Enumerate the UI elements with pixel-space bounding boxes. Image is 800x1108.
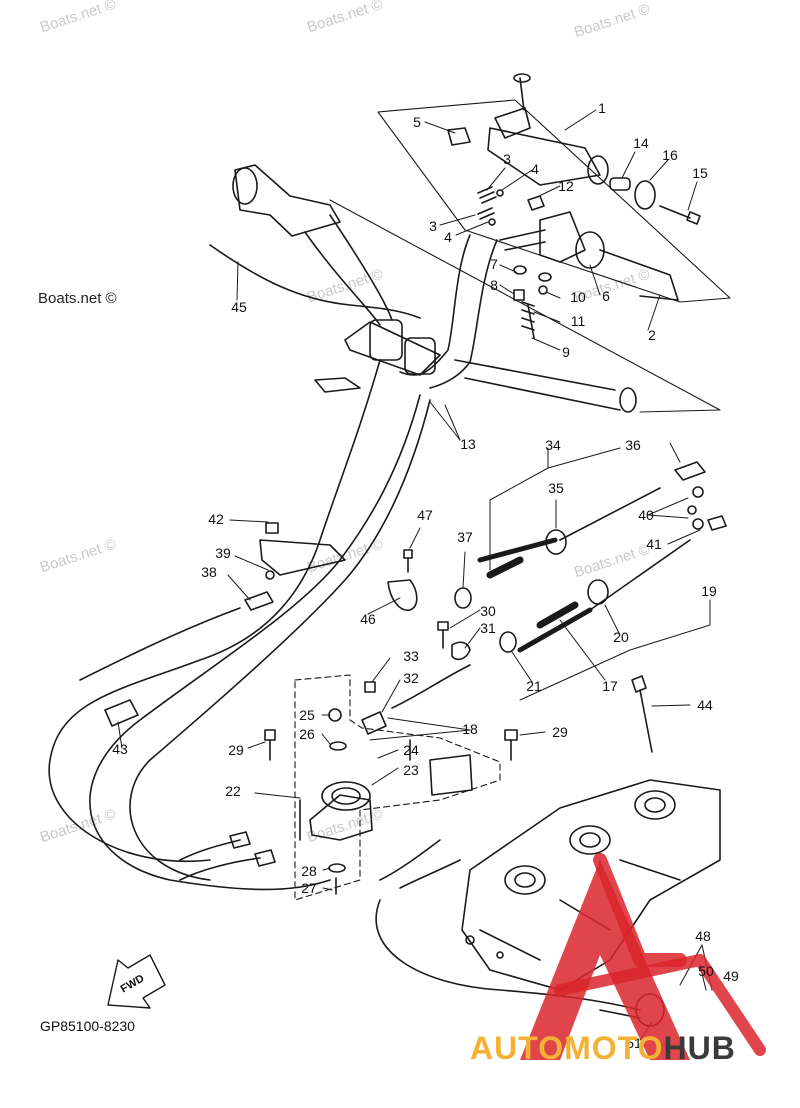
- throttle-grip: [447, 73, 609, 186]
- callout-27: 27: [301, 880, 317, 896]
- callout-34: 34: [545, 437, 561, 453]
- logo-text-primary: AUTOMOTO: [470, 1030, 664, 1066]
- callout-33: 33: [403, 648, 419, 664]
- left-grip: [232, 167, 258, 205]
- callout-36: 36: [625, 437, 641, 453]
- callout-9: 9: [562, 344, 570, 360]
- throttle-housing: [499, 211, 679, 339]
- callout-32: 32: [403, 670, 419, 686]
- small-hardware: [477, 177, 701, 226]
- callout-23: 23: [403, 762, 419, 778]
- callout-11: 11: [570, 313, 586, 329]
- callout-15: 15: [692, 165, 708, 181]
- site-logo: AUTOMOTOHUB: [470, 1030, 736, 1067]
- callout-3: 3: [503, 151, 511, 167]
- callout-4: 4: [531, 161, 539, 177]
- callout-30: 30: [480, 603, 496, 619]
- callout-42: 42: [208, 511, 224, 527]
- callout-3: 3: [429, 218, 437, 234]
- callout-10: 10: [570, 289, 586, 305]
- callout-22: 22: [225, 783, 241, 799]
- callout-6: 6: [602, 288, 610, 304]
- callout-49: 49: [723, 968, 739, 984]
- callout-24: 24: [403, 742, 419, 758]
- callout-47: 47: [417, 507, 433, 523]
- callout-1: 1: [598, 100, 606, 116]
- callout-21: 21: [526, 678, 542, 694]
- callout-16: 16: [662, 147, 678, 163]
- logo-text-secondary: HUB: [663, 1030, 736, 1066]
- callout-39: 39: [215, 545, 231, 561]
- callout-18: 18: [462, 721, 478, 737]
- cable-adjusters: [244, 461, 727, 653]
- callout-19: 19: [701, 583, 717, 599]
- callout-35: 35: [548, 480, 564, 496]
- callout-31: 31: [480, 620, 496, 636]
- callout-12: 12: [558, 178, 574, 194]
- choke-cable: [48, 359, 381, 862]
- callout-29: 29: [552, 724, 568, 740]
- callout-13: 13: [460, 436, 476, 452]
- cable-support-plate: [259, 377, 361, 576]
- callout-45: 45: [231, 299, 247, 315]
- callout-40: 40: [638, 507, 654, 523]
- callout-7: 7: [490, 256, 498, 272]
- logo-mark: [520, 853, 766, 1060]
- callout-29: 29: [228, 742, 244, 758]
- callout-44: 44: [697, 697, 713, 713]
- callout-2: 2: [648, 327, 656, 343]
- callout-37: 37: [457, 529, 473, 545]
- callout-51: 51: [626, 1035, 642, 1051]
- callout-26: 26: [299, 726, 315, 742]
- handlebar: [234, 164, 637, 413]
- cable-clamp: [387, 549, 418, 611]
- callout-17: 17: [602, 678, 618, 694]
- tie-wrap: [631, 675, 653, 753]
- callout-48: 48: [695, 928, 711, 944]
- callout-28: 28: [301, 863, 317, 879]
- diagram-code: GP85100-8230: [40, 1018, 135, 1034]
- cable-ends: [179, 831, 461, 889]
- throttle-cable: [89, 244, 431, 891]
- choke-bracket: [264, 621, 518, 901]
- callout-4: 4: [444, 229, 452, 245]
- callout-46: 46: [360, 611, 376, 627]
- callout-50: 50: [698, 963, 714, 979]
- callout-43: 43: [112, 741, 128, 757]
- callout-25: 25: [299, 707, 315, 723]
- callout-41: 41: [646, 536, 662, 552]
- callout-8: 8: [490, 277, 498, 293]
- callout-14: 14: [633, 135, 649, 151]
- callout-20: 20: [613, 629, 629, 645]
- fwd-arrow: [107, 954, 166, 1009]
- credit-text: Boats.net ©: [38, 290, 117, 307]
- callout-38: 38: [201, 564, 217, 580]
- callout-5: 5: [413, 114, 421, 130]
